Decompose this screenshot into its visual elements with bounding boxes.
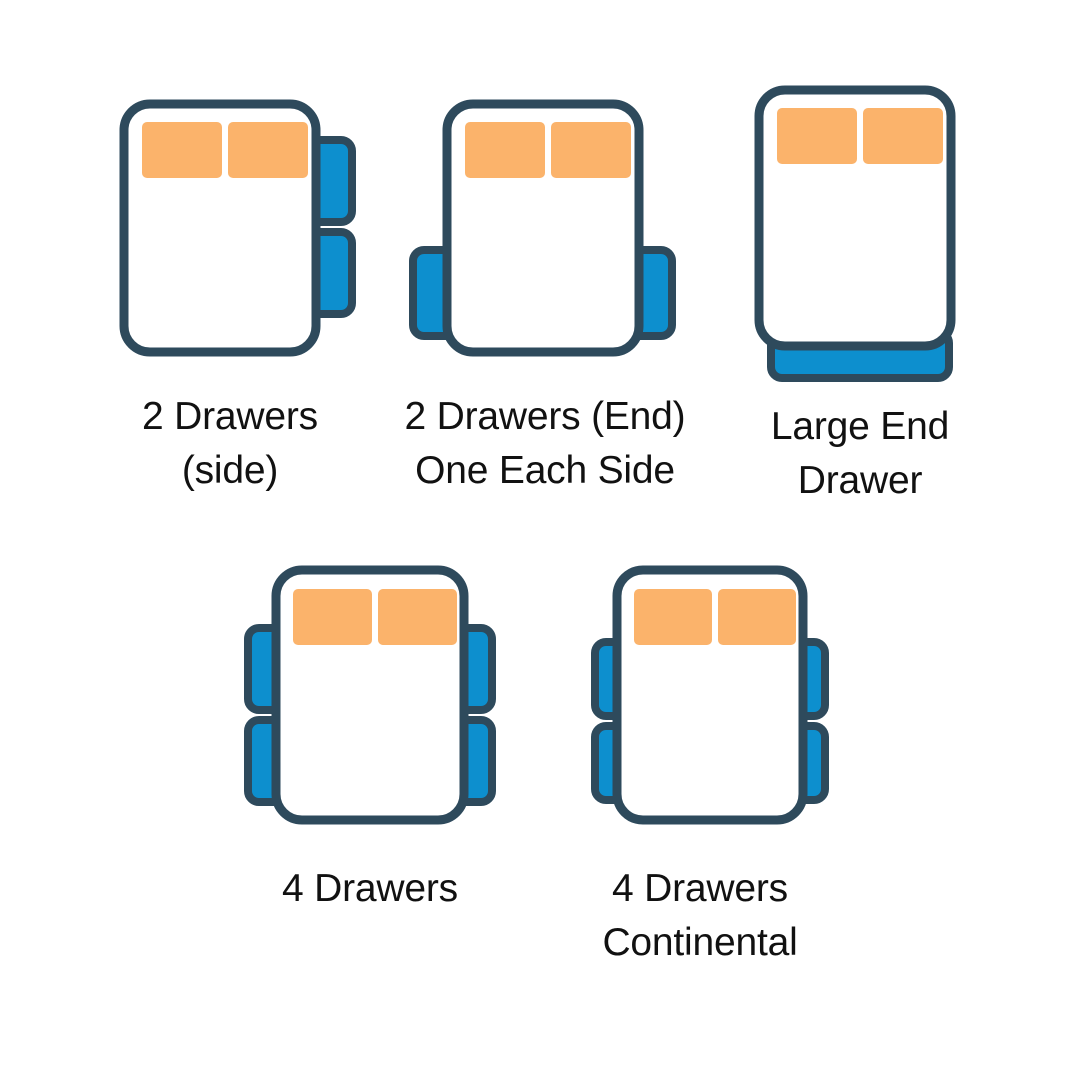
bed-option-four-drawers[interactable] (240, 560, 500, 832)
bed-option-large-end-drawer[interactable] (745, 78, 975, 388)
caption-two-drawers-end: 2 Drawers (End) One Each Side (404, 395, 686, 492)
pillow-right (718, 589, 796, 645)
caption-four-drawers-continental: 4 Drawers Continental (602, 867, 798, 964)
caption-large-end-drawer: Large End Drawer (770, 405, 950, 502)
bed-option-two-drawers-side[interactable] (110, 92, 360, 364)
caption-four-drawers: 4 Drawers (282, 867, 458, 910)
bed-diagram-two-drawers-end (409, 99, 676, 357)
pillow-left (293, 589, 372, 645)
pillow-left (142, 122, 222, 178)
pillow-left (465, 122, 545, 178)
pillow-left (777, 108, 857, 164)
pillow-right (378, 589, 457, 645)
bed-option-two-drawers-end[interactable] (405, 92, 680, 364)
pillow-right (228, 122, 308, 178)
bed-diagram-large-end-drawer (754, 85, 956, 382)
caption-two-drawers-side: 2 Drawers (side) (142, 395, 318, 492)
bed-diagram-two-drawers-side (119, 99, 356, 357)
bed-diagram-four-drawers-continental (591, 565, 829, 825)
bed-option-four-drawers-continental[interactable] (585, 560, 835, 832)
pillow-right (863, 108, 943, 164)
pillow-left (634, 589, 712, 645)
pillow-right (551, 122, 631, 178)
bed-diagram-four-drawers (244, 565, 496, 825)
